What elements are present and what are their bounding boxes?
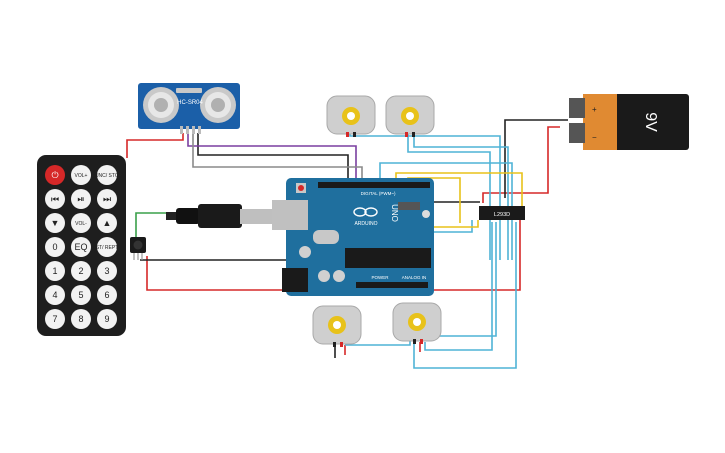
- remote-button-6-0[interactable]: [45, 309, 65, 329]
- remote-button-label: 2: [78, 266, 83, 276]
- digital-label: DIGITAL (PWM~): [361, 191, 396, 196]
- remote-button-4-1[interactable]: [71, 261, 91, 281]
- wire-cyan-motor2b: [413, 132, 509, 260]
- arduino-brand: ARDUINO: [354, 221, 377, 227]
- remote-button-2-1[interactable]: [71, 213, 91, 233]
- arduino-model: UNO: [390, 204, 399, 222]
- power-label: POWER: [371, 275, 389, 280]
- remote-button-1-2[interactable]: [97, 189, 117, 209]
- remote-button-5-2[interactable]: [97, 285, 117, 305]
- remote-button-6-2[interactable]: [97, 309, 117, 329]
- crystal: [313, 230, 339, 244]
- remote-button-label: ▲: [103, 218, 112, 228]
- remote-button-3-0[interactable]: [45, 237, 65, 257]
- remote-button-label: EQ: [74, 242, 87, 252]
- remote-button-4-2[interactable]: [97, 261, 117, 281]
- remote-button-label: 1: [52, 266, 57, 276]
- motor-1[interactable]: [326, 95, 376, 137]
- wire-gray-echo: [192, 133, 363, 180]
- remote-button-label: ▼: [51, 218, 60, 228]
- wire-cyan-motor4b: [424, 222, 493, 351]
- remote-button-5-0[interactable]: [45, 285, 65, 305]
- remote-button-label: 5: [78, 290, 83, 300]
- remote-button-label: 4: [52, 290, 57, 300]
- remote-button-label: 9: [104, 314, 109, 324]
- remote-button-grid: ⏻ VOL+ FUNC/ STOP ⏮ ⏯ ⏭ ▼ VOL- ▲ 0 EQ ST/ REPT 1 2 3 4 5…: [45, 165, 123, 329]
- remote-button-label: FUNC/ STOP: [92, 173, 123, 179]
- power-jack: [282, 268, 308, 292]
- remote-button-label: VOL+: [75, 173, 88, 179]
- remote-button-5-1[interactable]: [71, 285, 91, 305]
- remote-button-label: ⏮: [51, 194, 59, 204]
- remote-button-3-2[interactable]: [97, 237, 117, 257]
- motor-3[interactable]: [312, 305, 362, 347]
- wire-black-battery: [504, 119, 568, 198]
- driver-label: L293D: [494, 212, 510, 218]
- remote-button-label: 3: [104, 266, 109, 276]
- remote-button-3-1[interactable]: [71, 237, 91, 257]
- wire-red-battery: [482, 126, 560, 203]
- remote-button-label: ⏭: [103, 194, 111, 204]
- ultrasonic-sensor[interactable]: HC-SR04: [138, 83, 240, 134]
- remote-button-0-1[interactable]: [71, 165, 91, 185]
- power-analog-header: [356, 282, 428, 288]
- remote-button-0-0[interactable]: [45, 165, 65, 185]
- wire-yellow-1: [395, 172, 523, 212]
- remote-button-label: 6: [104, 290, 109, 300]
- remote-button-4-0[interactable]: [45, 261, 65, 281]
- reset-button[interactable]: [298, 185, 304, 191]
- remote-button-label: 8: [78, 314, 83, 324]
- remote-button-label: 0: [52, 242, 57, 252]
- svg-text:−: −: [592, 133, 597, 142]
- analog-label: ANALOG IN: [402, 275, 427, 280]
- ir-remote[interactable]: ⏻ VOL+ FUNC/ STOP ⏮ ⏯ ⏭ ▼ VOL- ▲ 0 EQ ST/ REPT 1 2 3 4 5…: [37, 155, 126, 336]
- remote-button-label: ST/ REPT: [96, 245, 119, 251]
- wire-purple-trig: [187, 133, 357, 180]
- remote-button-label: VOL-: [75, 221, 87, 227]
- remote-button-1-1[interactable]: [71, 189, 91, 209]
- remote-button-label: ⏯: [77, 194, 84, 204]
- wire-black-sensor-gnd: [197, 133, 349, 183]
- motor-4[interactable]: [392, 302, 442, 344]
- usb-cable: [166, 204, 272, 228]
- sensor-label: HC-SR04: [177, 100, 203, 106]
- remote-button-label: 7: [52, 314, 57, 324]
- remote-button-6-1[interactable]: [71, 309, 91, 329]
- remote-button-label: ⏻: [51, 170, 58, 180]
- wire-cyan-motor4a: [413, 222, 517, 369]
- remote-button-0-2[interactable]: [97, 165, 117, 185]
- ir-receiver[interactable]: [130, 237, 146, 260]
- svg-text:+: +: [592, 105, 597, 114]
- remote-button-1-0[interactable]: [45, 189, 65, 209]
- battery-9v[interactable]: + − 9V: [569, 94, 689, 150]
- atmega-chip: [345, 248, 431, 268]
- usb-port: [272, 200, 308, 230]
- arduino-uno[interactable]: DIGITAL (PWM~) ARDUINO UNO POWER ANALOG …: [272, 178, 434, 296]
- l293d-driver[interactable]: L293D: [479, 206, 525, 220]
- motor-2[interactable]: [385, 95, 435, 137]
- digital-header: [318, 182, 430, 188]
- battery-label: 9V: [642, 112, 659, 132]
- remote-button-2-2[interactable]: [97, 213, 117, 233]
- wire-red-sensor-vcc: [126, 133, 184, 158]
- remote-button-2-0[interactable]: [45, 213, 65, 233]
